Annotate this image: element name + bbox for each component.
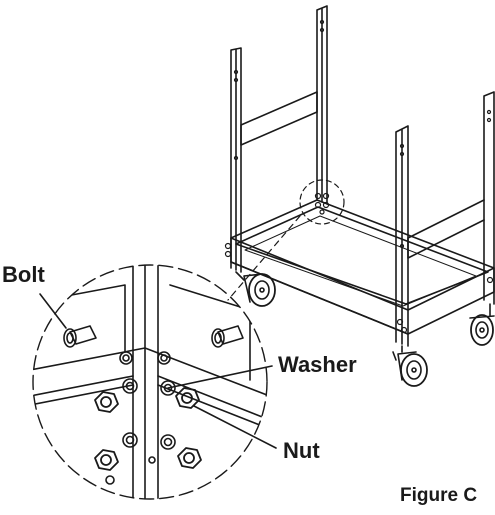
caster-back-left	[235, 271, 276, 307]
washer-leader-line	[167, 365, 273, 389]
caster-front-left	[392, 345, 428, 387]
bolt-leader-line	[39, 293, 67, 329]
detail-circle	[32, 264, 268, 500]
nuts	[94, 387, 202, 471]
bolt-left	[63, 325, 97, 348]
figure-caption: Figure C	[400, 485, 478, 506]
nut-label: Nut	[283, 438, 320, 463]
nut-leader-line	[193, 405, 277, 449]
washer-label: Washer	[278, 352, 357, 377]
cart-frame	[224, 5, 495, 347]
washers	[105, 351, 176, 485]
caster-back-right	[469, 303, 495, 346]
bolt-label: Bolt	[2, 262, 45, 287]
detail-leader-line	[227, 215, 301, 301]
bolt-right	[211, 325, 244, 348]
